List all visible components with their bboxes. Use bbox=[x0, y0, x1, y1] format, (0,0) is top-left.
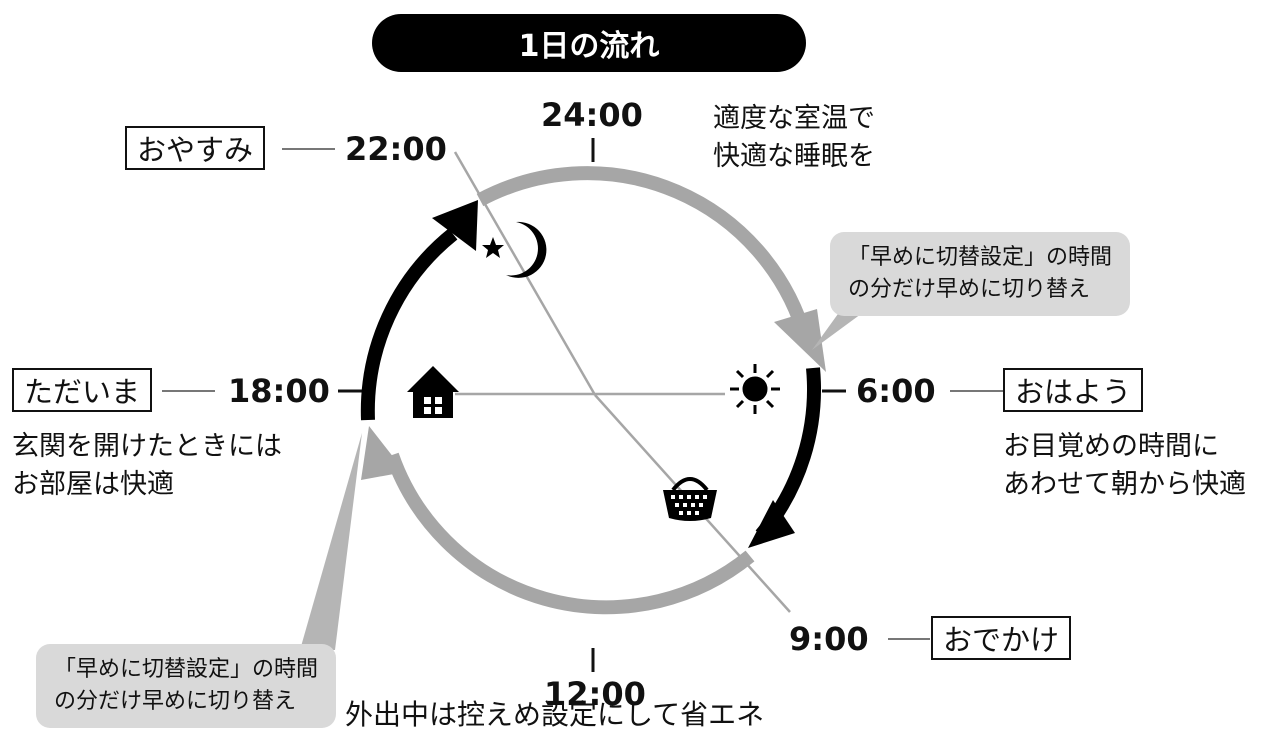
sun-icon bbox=[730, 364, 780, 414]
time-24: 24:00 bbox=[541, 96, 643, 134]
bubble-lower-left-line-1: 「早めに切替設定」の時間 bbox=[54, 657, 319, 682]
note-night: 適度な室温で 快適な睡眠を bbox=[713, 100, 875, 176]
bubble-lower-left-line-2: の分だけ早めに切り替え bbox=[54, 689, 297, 714]
time-22: 22:00 bbox=[345, 130, 447, 168]
moon-star-icon bbox=[482, 221, 547, 278]
bubble-upper-right-line-2: の分だけ早めに切り替え bbox=[848, 277, 1091, 302]
note-evening-line-2: お部屋は快適 bbox=[12, 469, 174, 500]
note-night-line-1: 適度な室温で bbox=[713, 103, 875, 134]
bubble-upper-right-line-1: 「早めに切替設定」の時間 bbox=[848, 245, 1113, 270]
note-night-line-2: 快適な睡眠を bbox=[713, 141, 875, 172]
note-evening-line-1: 玄関を開けたときには bbox=[12, 431, 282, 462]
time-18: 18:00 bbox=[228, 372, 330, 410]
time-6: 6:00 bbox=[856, 372, 936, 410]
house-icon bbox=[407, 366, 459, 418]
bubble-lower-left: 「早めに切替設定」の時間 の分だけ早めに切り替え bbox=[36, 644, 337, 728]
arc-daytime bbox=[361, 426, 755, 615]
note-morning-line-1: お目覚めの時間に bbox=[1003, 431, 1219, 462]
arc-evening bbox=[360, 200, 478, 421]
bubble-pointer-lower-left bbox=[300, 433, 362, 650]
label-ohayou: おはよう bbox=[1003, 368, 1144, 412]
time-9: 9:00 bbox=[789, 620, 869, 658]
time-12: 12:00 bbox=[544, 675, 646, 713]
bubble-upper-right: 「早めに切替設定」の時間 の分だけ早めに切り替え bbox=[830, 232, 1131, 316]
note-daytime: 外出中は控えめ設定にして省エネ bbox=[345, 698, 765, 731]
basket-icon bbox=[663, 477, 717, 521]
note-morning-line-2: あわせて朝から快適 bbox=[1003, 469, 1246, 500]
label-odekake: おでかけ bbox=[931, 616, 1072, 660]
label-tadaima: ただいま bbox=[12, 368, 153, 412]
label-oyasumi: おやすみ bbox=[125, 126, 266, 170]
note-evening: 玄関を開けたときには お部屋は快適 bbox=[12, 428, 282, 504]
arc-sleep bbox=[476, 166, 826, 372]
arc-morning bbox=[748, 367, 821, 548]
diagram-title: 1日の流れ bbox=[372, 14, 806, 72]
note-morning: お目覚めの時間に あわせて朝から快適 bbox=[1003, 428, 1246, 504]
